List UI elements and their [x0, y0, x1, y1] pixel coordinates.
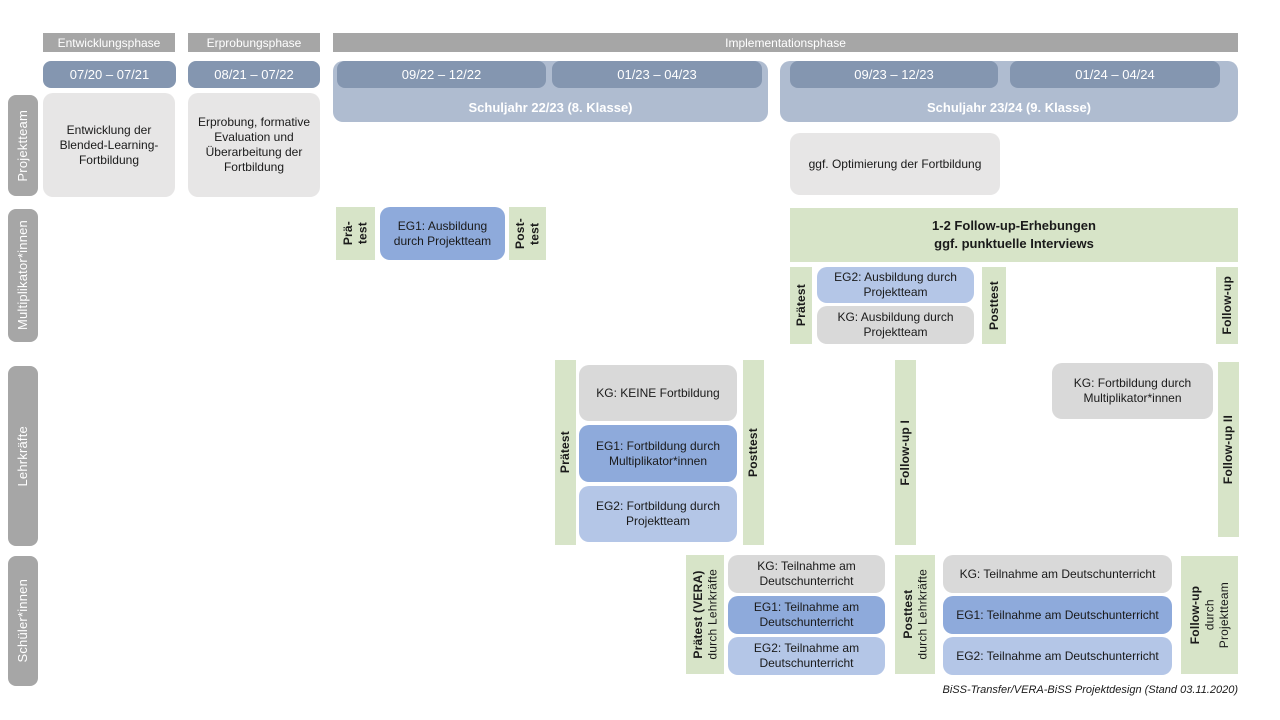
- followup2-column-lehrkraefte: Follow-up II: [1218, 362, 1239, 537]
- period-0123-0423: 01/23 – 04/23: [552, 61, 762, 88]
- praetest-column-lehrkraefte: Prätest: [555, 360, 576, 545]
- box-kg-fortbildung-multiplikatoren: KG: Fortbildung durch Multiplikator*inne…: [1052, 363, 1213, 419]
- box-eg2-ausbildung: EG2: Ausbildung durch Projektteam: [817, 267, 974, 303]
- praetest-multiplikatoren-text: Prä- test: [341, 221, 370, 246]
- box-eg2-teilnahme-1-text: EG2: Teilnahme am Deutschunterricht: [753, 641, 860, 670]
- box-eg1-teilnahme-2-text: EG1: Teilnahme am Deutschunterricht: [956, 607, 1159, 622]
- followup1-column-lehrkraefte: Follow-up I: [895, 360, 916, 545]
- school-year-label-2324: Schuljahr 23/24 (9. Klasse): [926, 100, 1092, 115]
- followup-column-multiplikatoren: Follow-up: [1216, 267, 1238, 344]
- box-optimierung-fortbildung-text: ggf. Optimierung der Fortbildung: [808, 156, 982, 171]
- box-eg1-fortbildung-multiplikatoren: EG1: Fortbildung durch Multiplikator*inn…: [579, 425, 737, 482]
- box-kg-teilnahme-1-text: KG: Teilnahme am Deutschunterricht: [757, 559, 856, 588]
- praetest2-column-multiplikatoren: Prätest: [790, 267, 812, 344]
- box-erprobung-evaluation: Erprobung, formative Evaluation und Über…: [188, 93, 320, 197]
- box-eg1-teilnahme-2: EG1: Teilnahme am Deutschunterricht: [943, 596, 1172, 634]
- box-kg-teilnahme-2: KG: Teilnahme am Deutschunterricht: [943, 555, 1172, 593]
- posttest2-column-multiplikatoren: Posttest: [982, 267, 1006, 344]
- box-entwicklung-fortbildung-text: Entwicklung der Blended-Learning-Fortbil…: [59, 122, 159, 167]
- row-label-lehrkraefte: Lehrkräfte: [8, 366, 38, 546]
- followup-column-schueler: Follow-up durch Projektteam: [1181, 556, 1238, 674]
- box-eg1-teilnahme-1-text: EG1: Teilnahme am Deutschunterricht: [753, 600, 860, 629]
- posttest2-multiplikatoren-text: Posttest: [986, 281, 1001, 330]
- box-kg-ausbildung-text: KG: Ausbildung durch Projektteam: [837, 310, 954, 339]
- box-eg1-ausbildung-text: EG1: Ausbildung durch Projektteam: [393, 218, 492, 248]
- posttest-lehrkraefte-text: Posttest: [746, 428, 761, 477]
- praetest-vera-schueler-text: Prätest (VERA) durch Lehrkräfte: [690, 569, 719, 660]
- box-kg-keine-fortbildung: KG: KEINE Fortbildung: [579, 365, 737, 421]
- followup-schueler-text: Follow-up durch Projektteam: [1187, 581, 1231, 649]
- period-0124-0424: 01/24 – 04/24: [1010, 61, 1220, 88]
- box-kg-fortbildung-multiplikatoren-text: KG: Fortbildung durch Multiplikator*inne…: [1073, 376, 1192, 405]
- box-eg2-teilnahme-1: EG2: Teilnahme am Deutschunterricht: [728, 637, 885, 675]
- praetest-lehrkraefte-text: Prätest: [558, 431, 573, 474]
- box-eg2-teilnahme-2: EG2: Teilnahme am Deutschunterricht: [943, 637, 1172, 675]
- row-label-schuelerinnen-text: Schüler*innen: [15, 579, 31, 663]
- banner-followup-line1: 1-2 Follow-up-Erhebungen: [932, 218, 1096, 234]
- box-entwicklung-fortbildung: Entwicklung der Blended-Learning-Fortbil…: [43, 93, 175, 197]
- row-label-projektteam: Projektteam: [8, 95, 38, 196]
- praetest-vera-column-schueler: Prätest (VERA) durch Lehrkräfte: [686, 555, 724, 674]
- phase-bar-entwicklungsphase: Entwicklungsphase: [43, 33, 175, 52]
- box-eg1-teilnahme-1: EG1: Teilnahme am Deutschunterricht: [728, 596, 885, 634]
- row-label-multiplikatorinnen-text: Multiplikator*innen: [15, 220, 31, 331]
- praetest-column-multiplikatoren: Prä- test: [336, 207, 375, 260]
- followup1-lehrkraefte-text: Follow-up I: [898, 419, 913, 486]
- followup-multiplikatoren-text: Follow-up: [1219, 276, 1234, 335]
- phase-bar-implementationsphase: Implementationsphase: [333, 33, 1238, 52]
- posttest-column-multiplikatoren: Post- test: [509, 207, 546, 260]
- box-kg-keine-fortbildung-text: KG: KEINE Fortbildung: [596, 385, 720, 400]
- box-kg-ausbildung: KG: Ausbildung durch Projektteam: [817, 306, 974, 344]
- phase-bar-erprobungsphase: Erprobungsphase: [188, 33, 320, 52]
- box-erprobung-evaluation-text: Erprobung, formative Evaluation und Über…: [197, 115, 311, 174]
- box-eg1-fortbildung-multiplikatoren-text: EG1: Fortbildung durch Multiplikator*inn…: [595, 438, 721, 468]
- row-label-projektteam-text: Projektteam: [15, 109, 31, 182]
- school-year-container-2324: 09/23 – 12/23 01/24 – 04/24 Schuljahr 23…: [780, 61, 1238, 122]
- praetest2-multiplikatoren-text: Prätest: [793, 284, 808, 327]
- row-label-schuelerinnen: Schüler*innen: [8, 556, 38, 686]
- banner-followup-line2: ggf. punktuelle Interviews: [934, 236, 1094, 251]
- box-kg-teilnahme-2-text: KG: Teilnahme am Deutschunterricht: [959, 566, 1156, 581]
- box-kg-teilnahme-1: KG: Teilnahme am Deutschunterricht: [728, 555, 885, 593]
- period-0922-1222: 09/22 – 12/22: [337, 61, 546, 88]
- period-0720-0721: 07/20 – 07/21: [43, 61, 176, 88]
- row-label-multiplikatorinnen: Multiplikator*innen: [8, 209, 38, 342]
- posttest-column-lehrkraefte: Posttest: [743, 360, 764, 545]
- posttest-multiplikatoren-text: Post- test: [513, 218, 542, 249]
- box-eg2-teilnahme-2-text: EG2: Teilnahme am Deutschunterricht: [956, 648, 1159, 663]
- box-optimierung-fortbildung: ggf. Optimierung der Fortbildung: [790, 133, 1000, 195]
- school-year-label-2223: Schuljahr 22/23 (8. Klasse): [468, 100, 633, 115]
- box-eg1-ausbildung: EG1: Ausbildung durch Projektteam: [380, 207, 505, 260]
- period-0923-1223: 09/23 – 12/23: [790, 61, 998, 88]
- box-eg2-fortbildung-projektteam: EG2: Fortbildung durch Projektteam: [579, 486, 737, 542]
- period-0821-0722: 08/21 – 07/22: [188, 61, 320, 88]
- box-eg2-ausbildung-text: EG2: Ausbildung durch Projektteam: [834, 270, 957, 299]
- row-label-lehrkraefte-text: Lehrkräfte: [15, 425, 31, 487]
- footer-caption: BiSS-Transfer/VERA-BiSS Projektdesign (S…: [942, 684, 1238, 696]
- box-eg2-fortbildung-projektteam-text: EG2: Fortbildung durch Projektteam: [595, 499, 721, 528]
- school-year-container-2223: 09/22 – 12/22 01/23 – 04/23 Schuljahr 22…: [333, 61, 768, 122]
- posttest-column-schueler: Posttest durch Lehrkräfte: [895, 555, 935, 674]
- followup2-lehrkraefte-text: Follow-up II: [1221, 414, 1236, 485]
- banner-followup-erhebungen: 1-2 Follow-up-Erhebungen ggf. punktuelle…: [790, 208, 1238, 262]
- posttest-schueler-text: Posttest durch Lehrkräfte: [900, 569, 929, 660]
